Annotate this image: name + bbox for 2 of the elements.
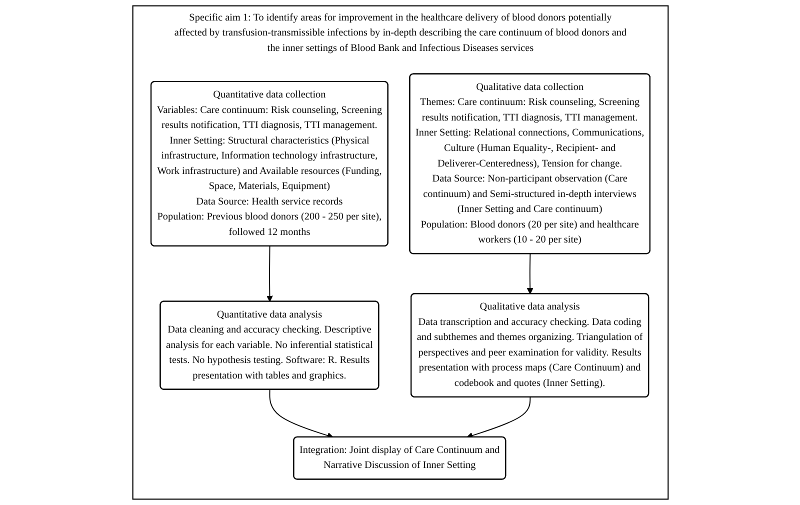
arrow	[266, 246, 272, 302]
arrow	[526, 253, 533, 294]
